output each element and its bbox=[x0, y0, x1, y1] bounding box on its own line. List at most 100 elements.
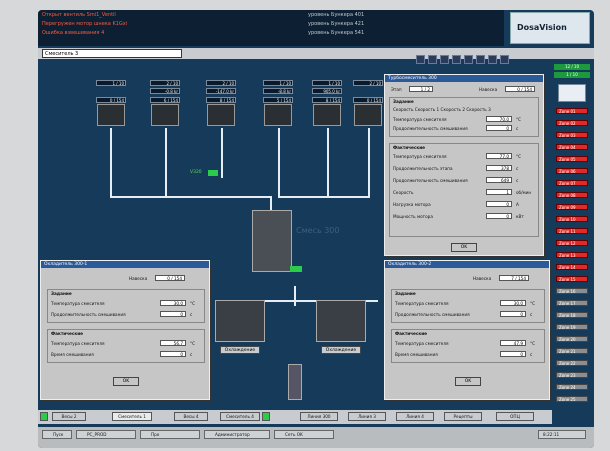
settings-icon[interactable] bbox=[464, 55, 473, 64]
dialog-title: Охладитель 300-2 bbox=[385, 261, 549, 268]
hopper-33[interactable] bbox=[207, 104, 235, 126]
recipe-field[interactable]: 0 / 154 bbox=[155, 275, 185, 281]
print-icon[interactable] bbox=[416, 55, 425, 64]
speed-options[interactable]: Скорость Скорость 1 Скорость 2 Скорость … bbox=[393, 107, 491, 112]
unit: c bbox=[530, 312, 533, 317]
next-arrow-icon[interactable] bbox=[262, 412, 270, 421]
act-row-value: 0 bbox=[486, 213, 512, 219]
hopper-weight: -147.0 kr bbox=[206, 88, 236, 94]
hopper-top-label: 2 / 10 bbox=[150, 80, 180, 86]
zone-button[interactable]: Zone 12 bbox=[556, 240, 588, 246]
brand-logo: DosaVision bbox=[510, 12, 590, 44]
set-row-value[interactable]: 0 bbox=[160, 311, 186, 317]
hopper-34[interactable] bbox=[264, 104, 292, 126]
level-line: уровень Бункера 541 bbox=[308, 30, 365, 36]
zone-button[interactable]: Zone 07 bbox=[556, 180, 588, 186]
set-row-value[interactable]: 30.0 bbox=[160, 300, 186, 306]
nav-button[interactable]: Смеситель 4 bbox=[220, 412, 260, 421]
hopper-weight: 905.0 kr bbox=[312, 88, 342, 94]
recipe-label: Навеска bbox=[129, 276, 148, 281]
hopper-35[interactable] bbox=[313, 104, 341, 126]
turbo-mixer[interactable] bbox=[252, 210, 292, 272]
list-icon[interactable] bbox=[428, 55, 437, 64]
zone-button[interactable]: Zone 10 bbox=[556, 216, 588, 222]
valve-label: V320 bbox=[190, 170, 202, 175]
prev-arrow-icon[interactable] bbox=[40, 412, 48, 421]
zone-button[interactable]: Zone 05 bbox=[556, 156, 588, 162]
save-icon[interactable] bbox=[440, 55, 449, 64]
act-row-label: Мощность мотора bbox=[393, 214, 433, 219]
turbo-mixer-dialog: Турбосмеситель 300 Этап 1 / 2 Навеска 0 … bbox=[384, 74, 544, 256]
nav-button[interactable]: ОПЦ bbox=[496, 412, 534, 421]
nav-button[interactable]: Линия 4 bbox=[396, 412, 434, 421]
zone-button[interactable]: Zone 23 bbox=[556, 372, 588, 378]
nav-button[interactable]: Весы 4 bbox=[174, 412, 208, 421]
zone-button[interactable]: Zone 13 bbox=[556, 252, 588, 258]
info-icon[interactable] bbox=[500, 55, 509, 64]
discharge-valve-icon[interactable] bbox=[290, 266, 302, 272]
cooling-button-2[interactable]: Охлаждение bbox=[321, 346, 361, 354]
recipe-field[interactable]: 7 / 154 bbox=[499, 275, 529, 281]
alarm-line: Перегружен мотор шнека K1Gxi bbox=[42, 21, 128, 27]
start-button[interactable]: Пуск bbox=[42, 430, 72, 439]
zone-button[interactable]: Zone 11 bbox=[556, 228, 588, 234]
zone-button[interactable]: Zone 19 bbox=[556, 324, 588, 330]
zone-button[interactable]: Zone 20 bbox=[556, 336, 588, 342]
ok-button[interactable]: OK bbox=[113, 377, 139, 386]
valve-icon[interactable] bbox=[208, 170, 218, 176]
task-item[interactable]: Администратор bbox=[204, 430, 270, 439]
zone-button[interactable]: Zone 14 bbox=[556, 264, 588, 270]
act-row-value: 649 bbox=[486, 177, 512, 183]
cooling-button-1[interactable]: Охлаждение bbox=[220, 346, 260, 354]
toolbar-icons bbox=[416, 49, 512, 68]
trash-icon[interactable] bbox=[476, 55, 485, 64]
zone-button[interactable]: Zone 18 bbox=[556, 312, 588, 318]
zone-button[interactable]: Zone 15 bbox=[556, 276, 588, 282]
zone-button[interactable]: Zone 06 bbox=[556, 168, 588, 174]
zone-button[interactable]: Zone 09 bbox=[556, 204, 588, 210]
zone-button[interactable]: Zone 08 bbox=[556, 192, 588, 198]
ok-button[interactable]: OK bbox=[451, 243, 477, 252]
set-row-value[interactable]: 0 bbox=[486, 125, 512, 131]
zone-button[interactable]: Zone 22 bbox=[556, 360, 588, 366]
zone-button[interactable]: Zone 04 bbox=[556, 144, 588, 150]
hopper-36[interactable] bbox=[354, 104, 382, 126]
task-item[interactable]: Сеть OK bbox=[274, 430, 334, 439]
unit: °C bbox=[516, 154, 522, 159]
zone-button[interactable]: Zone 24 bbox=[556, 384, 588, 390]
logo-badge-icon bbox=[558, 84, 586, 102]
nav-button[interactable]: Весы 2 bbox=[52, 412, 86, 421]
set-row-value[interactable]: 70.0 bbox=[486, 116, 512, 122]
mixer-select[interactable]: Смеситель 3 bbox=[42, 49, 182, 58]
zone-button[interactable]: Zone 02 bbox=[556, 120, 588, 126]
recipe-field[interactable]: 0 / 154 bbox=[505, 86, 535, 92]
set-row-label: Температура смесителя bbox=[393, 117, 447, 122]
nav-button[interactable]: Рецепты bbox=[444, 412, 482, 421]
zone-button[interactable]: Zone 16 bbox=[556, 288, 588, 294]
step-field[interactable]: 1 / 2 bbox=[409, 86, 433, 92]
task-item[interactable]: PC_PROD bbox=[76, 430, 136, 439]
set-row-value[interactable]: 0 bbox=[500, 311, 526, 317]
hopper-32[interactable] bbox=[151, 104, 179, 126]
zone-button[interactable]: Zone 21 bbox=[556, 348, 588, 354]
group-title: Задание bbox=[395, 291, 416, 296]
cooler-2-icon[interactable] bbox=[316, 300, 366, 342]
edit-icon[interactable] bbox=[452, 55, 461, 64]
ok-button[interactable]: OK bbox=[455, 377, 481, 386]
set-row-label: Продолжительность смешивания bbox=[395, 312, 470, 317]
cooler-1-icon[interactable] bbox=[215, 300, 265, 342]
zone-button[interactable]: Zone 17 bbox=[556, 300, 588, 306]
set-row-value[interactable]: 30.0 bbox=[500, 300, 526, 306]
zone-button[interactable]: Zone 25 bbox=[556, 396, 588, 402]
task-item[interactable]: Про bbox=[140, 430, 200, 439]
zone-button[interactable]: Zone 01 bbox=[556, 108, 588, 114]
hopper-top-label: 1 / 10 bbox=[263, 80, 293, 86]
nav-button[interactable]: Смеситель 1 bbox=[112, 412, 152, 421]
nav-button[interactable]: Линия 300 bbox=[300, 412, 338, 421]
zone-button[interactable]: Zone 03 bbox=[556, 132, 588, 138]
nav-button[interactable]: Линия 3 bbox=[348, 412, 386, 421]
help-icon[interactable] bbox=[488, 55, 497, 64]
hopper-31[interactable] bbox=[97, 104, 125, 126]
act-row-value: 0 bbox=[500, 351, 526, 357]
